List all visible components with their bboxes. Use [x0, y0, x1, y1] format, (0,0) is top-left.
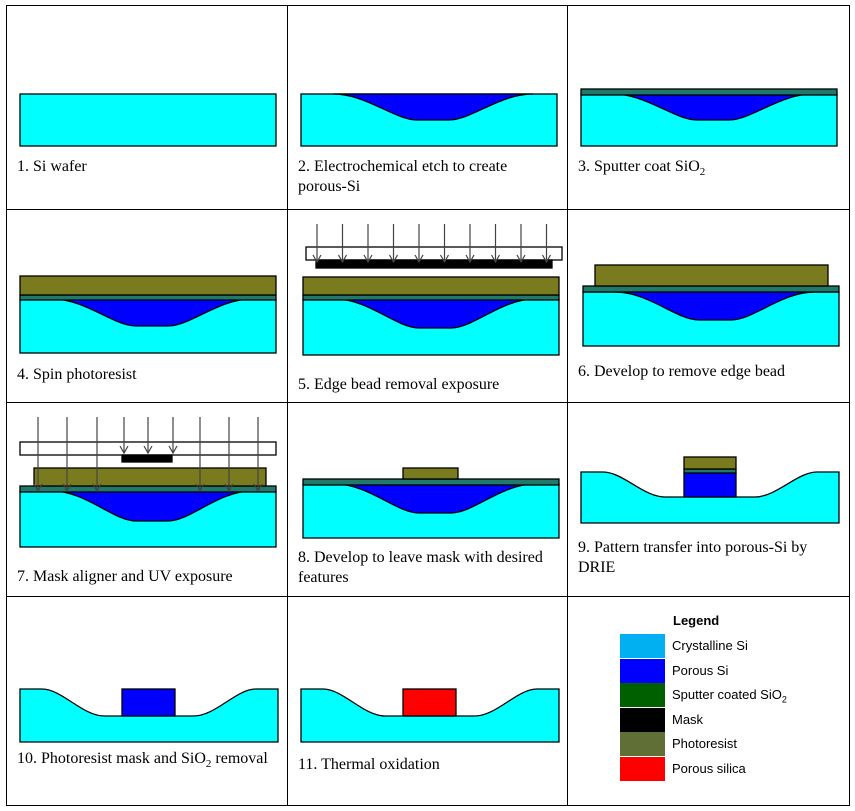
- photoresist-layer: [19, 275, 277, 296]
- step-1-diagram: [19, 93, 277, 147]
- sio2-layer: [19, 294, 277, 301]
- step-5-caption: 5. Edge bead removal exposure: [298, 376, 500, 393]
- legend-swatch: [620, 757, 665, 781]
- step-5-diagram: [302, 224, 563, 356]
- sio2-layer: [19, 485, 277, 493]
- legend-label: Porous Si: [672, 662, 729, 678]
- legend-swatch: [620, 683, 665, 708]
- si-wafer: [19, 93, 277, 147]
- step-4-caption: 4. Spin photoresist: [17, 366, 137, 383]
- uv-arrow: [253, 417, 263, 493]
- porous-si-pillar: [683, 472, 737, 498]
- step-4-diagram: [19, 275, 277, 354]
- step-cell-1: 1. Si wafer: [6, 5, 288, 210]
- step-1-caption: 1. Si wafer: [17, 158, 87, 175]
- legend-title: Legend: [673, 613, 720, 628]
- uv-arrow: [363, 224, 373, 264]
- uv-arrow: [541, 224, 552, 264]
- uv-arrow: [439, 224, 450, 264]
- step-cell-9: 9. Pattern transfer into porous-Si by DR…: [567, 402, 850, 597]
- sio2-layer: [302, 294, 560, 301]
- legend-cell: Legend Crystalline Si Porous Si Sputter co…: [567, 596, 850, 806]
- step-9-caption: 9. Pattern transfer into porous-Si by DR…: [578, 539, 808, 576]
- porous-si-well: [334, 483, 536, 514]
- uv-arrow: [337, 224, 348, 264]
- uv-arrow: [195, 417, 205, 493]
- step-7-caption: 7. Mask aligner and UV exposure: [17, 568, 233, 585]
- porous-si-well: [332, 93, 534, 121]
- photoresist-feature: [402, 467, 459, 480]
- step-cell-11: 11. Thermal oxidation: [287, 596, 568, 806]
- step-6-caption: 6. Develop to remove edge bead: [578, 363, 786, 380]
- step-cell-5: 5. Edge bead removal exposure: [287, 209, 568, 403]
- uv-arrow: [312, 224, 322, 264]
- photoresist-layer: [594, 264, 829, 287]
- step-cell-10: 10. Photoresist mask and SiO2 removal: [6, 596, 288, 806]
- legend-swatch: [620, 732, 665, 757]
- uv-arrow-blocked: [168, 417, 178, 455]
- uv-arrow: [388, 224, 399, 264]
- legend-label: Sputter coated SiO2: [672, 687, 787, 705]
- sio2-layer: [580, 88, 838, 96]
- porous-si-pillar: [121, 688, 176, 717]
- etched-substrate: [19, 688, 279, 743]
- sio2-layer: [302, 478, 560, 486]
- legend: Legend Crystalline Si Porous Si Sputter co…: [620, 613, 840, 798]
- step-8-diagram: [302, 467, 560, 539]
- uv-arrow-blocked: [143, 417, 153, 455]
- step-11-diagram: [300, 688, 560, 743]
- step-cell-2: 2. Electrochemical etch to create porous…: [287, 5, 568, 210]
- etched-substrate: [300, 688, 560, 743]
- porous-si-well: [612, 93, 814, 121]
- ebr-mask: [315, 259, 553, 269]
- porous-silica-pillar: [402, 688, 457, 717]
- step-cell-8: 8. Develop to leave mask with desired fe…: [287, 402, 568, 597]
- uv-arrow: [62, 417, 72, 493]
- step-10-caption: 10. Photoresist mask and SiO2 removal: [17, 750, 268, 771]
- legend-label: Crystalline Si: [672, 638, 748, 653]
- legend-label: Porous silica: [672, 761, 746, 776]
- uv-arrow: [414, 224, 424, 264]
- uv-arrow: [33, 417, 43, 493]
- uv-arrow: [92, 417, 102, 493]
- porous-si-well: [51, 298, 253, 327]
- uv-arrow-blocked: [119, 417, 129, 455]
- step-7-diagram: [19, 417, 277, 548]
- uv-arrow: [516, 224, 526, 264]
- step-10-diagram: [19, 688, 279, 743]
- legend-label: Mask: [672, 711, 704, 727]
- uv-arrow: [224, 417, 234, 493]
- step-3-caption: 3. Sputter coat SiO2: [578, 158, 706, 179]
- step-9-diagram: [580, 456, 840, 524]
- step-cell-7: 7. Mask aligner and UV exposure: [6, 402, 288, 597]
- step-cell-3: 3. Sputter coat SiO2: [567, 5, 850, 210]
- step-2-caption: 2. Electrochemical etch to create porous…: [298, 158, 508, 195]
- uv-arrow: [490, 224, 501, 264]
- step-6-diagram: [582, 264, 840, 347]
- porous-si-well: [51, 490, 253, 522]
- photoresist-layer: [302, 276, 560, 296]
- uv-arrow: [465, 224, 475, 264]
- photoresist-layer: [33, 467, 267, 487]
- legend-swatch: [620, 634, 665, 658]
- sio2-layer: [582, 285, 840, 293]
- step-11-caption: 11. Thermal oxidation: [298, 756, 440, 773]
- legend-swatch: [620, 658, 665, 683]
- porous-si-well: [334, 298, 536, 329]
- step-cell-6: 6. Develop to remove edge bead: [567, 209, 850, 403]
- step-3-diagram: [580, 88, 838, 147]
- feature-mask: [121, 454, 173, 463]
- step-8-caption: 8. Develop to leave mask with desired fe…: [298, 549, 543, 586]
- porous-si-well: [614, 291, 816, 321]
- photoresist-cap: [683, 456, 737, 470]
- step-cell-4: 4. Spin photoresist: [6, 209, 288, 403]
- legend-swatch: [620, 707, 665, 732]
- legend-label: Photoresist: [672, 736, 738, 752]
- step-2-diagram: [300, 93, 558, 147]
